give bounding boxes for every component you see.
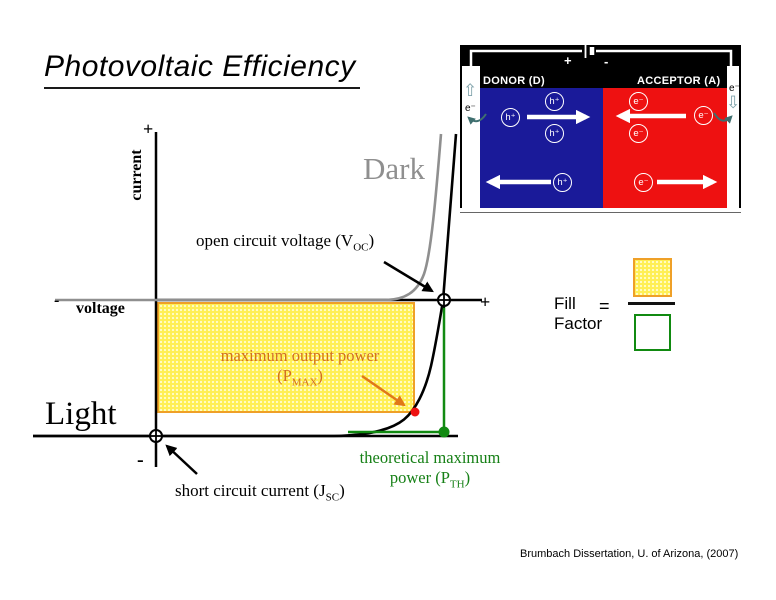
electron-down-arrow-icon: ⇩ (726, 93, 741, 112)
electron-carrier: e⁻ (629, 92, 648, 111)
pth-label: theoretical maximum power (PTH) (350, 448, 510, 490)
jsc-marker (149, 429, 163, 443)
citation: Brumbach Dissertation, U. of Arizona, (2… (520, 548, 739, 560)
voc-label-sub: OC (353, 241, 369, 254)
page-title: Photovoltaic Efficiency (44, 50, 360, 89)
current-axis-minus: - (137, 449, 144, 471)
acceptor-label: ACCEPTOR (A) (637, 75, 721, 87)
pmax-label-line2: (PMAX) (205, 366, 395, 388)
right-electrode-electron-label: e⁻ (729, 83, 740, 94)
voc-label-suffix: ) (368, 231, 375, 250)
left-electrode (462, 66, 480, 208)
pmax-label-line1: maximum output power (220, 346, 380, 365)
pth-label-suffix: ) (464, 468, 471, 487)
current-axis-label: current (128, 149, 145, 201)
fill-factor-numerator-square (633, 258, 672, 297)
fill-factor-word2: Factor (554, 314, 603, 333)
pth-point (438, 426, 450, 438)
circuit-plus-label: + (564, 53, 572, 68)
acceptor-region (603, 88, 727, 208)
electron-up-arrow-icon: ⇧ (463, 81, 478, 100)
electron-carrier: e⁻ (634, 173, 653, 192)
voc-annotation-arrow (383, 260, 434, 293)
pmax-label-pre: (P (277, 366, 292, 385)
pth-label-pre: power (P (389, 468, 450, 487)
voc-label-text: open circuit voltage (V (196, 231, 354, 250)
voltage-axis-label: voltage (76, 300, 125, 317)
donor-label: DONOR (D) (483, 75, 545, 87)
jsc-label-sub: SC (325, 491, 340, 504)
pmax-label-sub: MAX (291, 376, 318, 389)
current-axis-plus: + (143, 119, 154, 139)
device-bottom-edge (460, 208, 741, 213)
fill-factor-equals: = (599, 296, 610, 316)
voltage-axis-minus: - (54, 292, 60, 309)
electron-carrier: e⁻ (629, 124, 648, 143)
hole-carrier: h⁺ (553, 173, 572, 192)
pmax-label: maximum output power (PMAX) (205, 346, 395, 388)
voc-marker (437, 293, 451, 307)
dark-curve-label: Dark (363, 151, 425, 186)
pth-label-line1: theoretical maximum (359, 448, 501, 467)
fill-factor-word1: Fill (554, 294, 576, 313)
fill-factor-fraction-bar (628, 302, 675, 305)
jsc-label-suffix: ) (339, 481, 345, 500)
circuit-minus-label: - (604, 54, 609, 69)
voltage-axis-plus: + (480, 292, 491, 312)
hole-carrier: h⁺ (545, 92, 564, 111)
jsc-label-text: short circuit current (J (175, 481, 326, 500)
right-electrode (727, 66, 739, 208)
hole-carrier: h⁺ (501, 108, 520, 127)
pth-label-sub: TH (449, 478, 465, 491)
jsc-annotation-arrow (165, 444, 198, 475)
jsc-label: short circuit current (JSC) (175, 481, 345, 503)
fill-factor-denominator-square (634, 314, 671, 351)
voc-label: open circuit voltage (VOC) (196, 231, 374, 253)
electron-carrier: e⁻ (694, 106, 713, 125)
light-curve-label: Light (45, 396, 117, 432)
donor-region (480, 88, 603, 208)
pmax-label-suffix: ) (317, 366, 323, 385)
hole-carrier: h⁺ (545, 124, 564, 143)
left-electrode-electron-label: e⁻ (465, 103, 476, 114)
pth-label-line2: power (PTH) (350, 468, 510, 490)
